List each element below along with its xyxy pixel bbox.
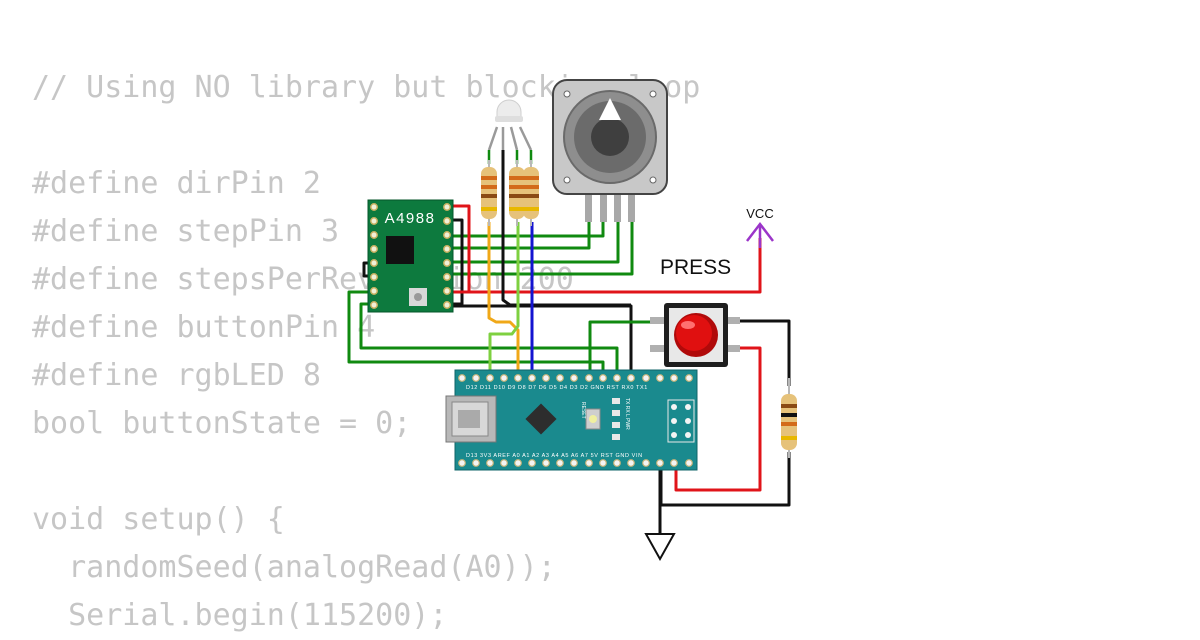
- button-label: PRESS: [660, 256, 731, 279]
- bottom-pin-labels: D13 3V3 AREF A0 A1 A2 A3 A4 A5 A6 A7 5V …: [466, 453, 643, 459]
- resistor-pulldown[interactable]: [781, 378, 797, 458]
- wire-button-resistor[interactable]: [730, 319, 791, 386]
- reset-label: RESET: [580, 402, 586, 419]
- vcc-symbol: VCC: [746, 206, 774, 248]
- a4988-driver[interactable]: A4988: [367, 199, 454, 313]
- wire-vcc[interactable]: [450, 238, 762, 294]
- code-line: #define buttonPin 4: [32, 310, 376, 345]
- top-header-pins[interactable]: [458, 374, 693, 382]
- code-line: void setup() {: [32, 502, 285, 537]
- resistor-led-red[interactable]: [481, 160, 497, 226]
- driver-label: A4988: [385, 210, 436, 227]
- rgb-led[interactable]: [487, 99, 533, 164]
- wires: [347, 150, 791, 534]
- wire-stepper-3[interactable]: [450, 222, 620, 264]
- code-background: // Using NO library but blocking loop#de…: [32, 64, 700, 640]
- wire-driver-vmot[interactable]: [450, 204, 471, 292]
- top-pin-labels: D12 D11 D10 D9 D8 D7 D6 D5 D4 D3 D2 GND …: [466, 385, 648, 391]
- ground-symbol: [644, 533, 676, 562]
- pushbutton[interactable]: [650, 303, 740, 367]
- wire-stepper-1[interactable]: [450, 222, 605, 238]
- wire-driver-gnd[interactable]: [450, 218, 464, 306]
- wire-stepper-4[interactable]: [450, 222, 634, 276]
- code-line: Serial.begin(115200);: [32, 598, 448, 633]
- bottom-header-pins[interactable]: [458, 459, 693, 467]
- wire-led-red[interactable]: [487, 222, 520, 378]
- resistor-led-blue[interactable]: [523, 160, 539, 226]
- code-line: #define dirPin 2: [32, 166, 321, 201]
- resistor-led-green[interactable]: [509, 160, 525, 226]
- wire-led-common[interactable]: [501, 150, 631, 307]
- wire-stepper-2[interactable]: [450, 222, 591, 250]
- wire-button-vcc[interactable]: [674, 346, 762, 492]
- code-line: #define stepPin 3: [32, 214, 340, 249]
- wire-button-signal[interactable]: [588, 320, 660, 378]
- code-line: #define rgbLED 8: [32, 358, 321, 393]
- code-line: bool buttonState = 0;: [32, 406, 412, 441]
- stepper-motor[interactable]: [552, 79, 668, 222]
- wire-driver-dir[interactable]: [359, 302, 619, 378]
- wire-led-green[interactable]: [488, 222, 520, 378]
- vcc-label: VCC: [746, 206, 773, 221]
- code-line: randomSeed(analogRead(A0));: [32, 550, 556, 585]
- wire-driver-step[interactable]: [347, 290, 605, 378]
- arduino-nano[interactable]: D12 D11 D10 D9 D8 D7 D6 D5 D4 D3 D2 GND …: [445, 369, 698, 471]
- led-labels: TX RX L PWR: [624, 398, 630, 430]
